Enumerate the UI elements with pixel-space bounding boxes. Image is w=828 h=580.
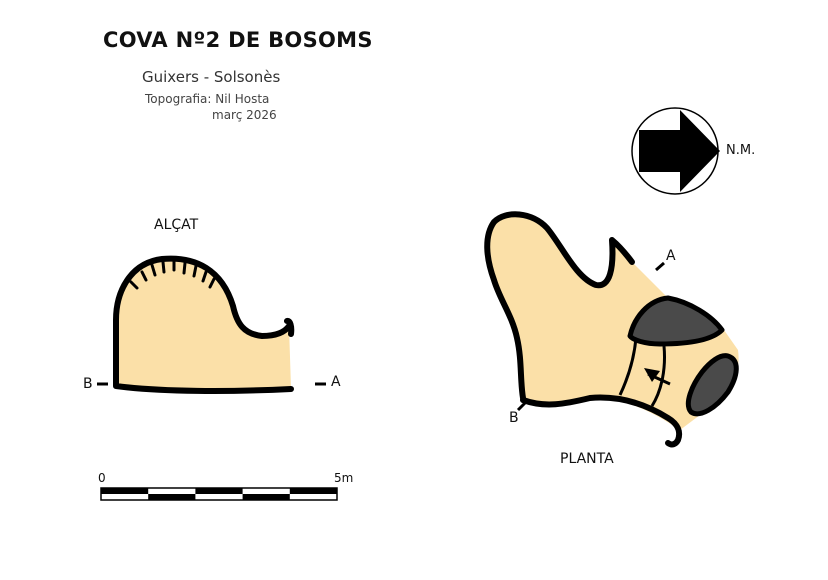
location-subtitle: Guixers - Solsonès <box>142 68 281 86</box>
scale-bar-segment <box>101 488 149 494</box>
elevation-cave-fill <box>115 257 291 388</box>
page-title: COVA Nº2 DE BOSOMS <box>103 28 373 52</box>
elevation-view <box>97 255 326 394</box>
elevation-wall <box>113 255 295 394</box>
topography-credit: Topografia: Nil Hosta <box>145 92 270 106</box>
slope-arrow-icon <box>644 368 671 386</box>
elevation-marker-a: A <box>331 374 341 390</box>
elevation-ceiling-texture <box>129 259 216 290</box>
plan-view <box>484 211 739 448</box>
plan-marker-a: A <box>666 248 676 264</box>
survey-date: març 2026 <box>212 108 277 122</box>
scale-bar-segment <box>148 494 196 500</box>
scale-bar-segment <box>289 488 337 494</box>
elevation-marker-b: B <box>83 376 93 392</box>
plan-label: PLANTA <box>560 451 614 467</box>
elevation-label: ALÇAT <box>154 217 199 233</box>
plan-wall-north <box>484 211 635 401</box>
plan-rock-block-lower <box>685 353 739 417</box>
north-arrow-icon <box>631 107 720 195</box>
plan-marker-b: B <box>509 410 519 426</box>
plan-rock-block-upper <box>627 295 725 347</box>
scale-bar-segment <box>195 488 243 494</box>
plan-marker-b-tick <box>516 400 528 412</box>
scale-bar <box>100 487 338 501</box>
plan-cave-fill <box>488 215 739 430</box>
plan-inner-arc-left <box>618 337 638 396</box>
north-label: N.M. <box>726 143 756 158</box>
scale-end-label: 5m <box>334 471 354 485</box>
plan-wall-south <box>520 394 683 448</box>
plan-inner-arc-right <box>650 345 666 407</box>
scale-start-label: 0 <box>98 471 106 485</box>
scale-bar-segment <box>242 494 290 500</box>
plan-marker-a-tick <box>655 261 665 272</box>
